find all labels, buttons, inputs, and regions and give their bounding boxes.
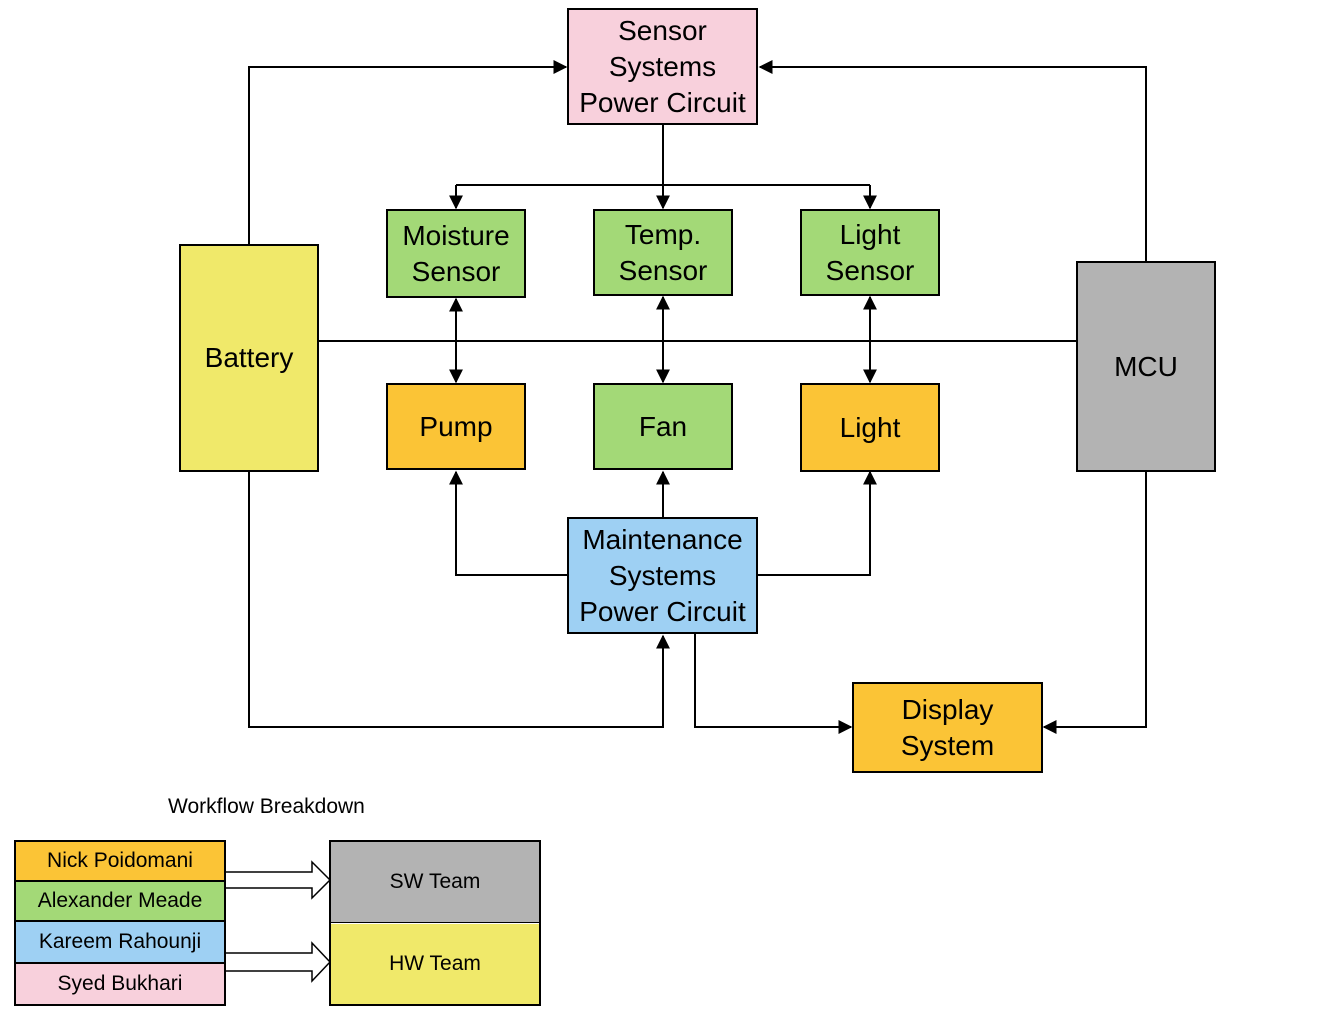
legend-teams: SW Team HW Team (329, 840, 541, 1006)
legend-member: Nick Poidomani (14, 840, 226, 882)
legend-member: Syed Bukhari (14, 962, 226, 1006)
pump: Pump (386, 383, 526, 470)
fan: Fan (593, 383, 733, 470)
moisture-sensor: Moisture Sensor (386, 209, 526, 298)
battery: Battery (179, 244, 319, 472)
legend-member: Kareem Rahounji (14, 920, 226, 964)
display-system: Display System (852, 682, 1043, 773)
legend-member: Alexander Meade (14, 880, 226, 922)
wire-battery-to-sensor-power (248, 60, 568, 245)
mcu: MCU (1076, 261, 1216, 472)
wire-mcu-to-display (1042, 471, 1147, 734)
wire-battery-to-maintenance (248, 471, 670, 728)
sensor-systems-power-circuit: Sensor Systems Power Circuit (567, 8, 758, 125)
wire-maintenance-to-pump (449, 470, 568, 576)
light-sensor: Light Sensor (800, 209, 940, 296)
sw-team: SW Team (331, 842, 539, 923)
light: Light (800, 383, 940, 472)
wire-maintenance-to-light (757, 470, 877, 576)
legend-title: Workflow Breakdown (168, 795, 365, 818)
legend-arrow-hw (226, 941, 332, 983)
wire-maintenance-to-display (694, 633, 853, 734)
maintenance-systems-power-circuit: Maintenance Systems Power Circuit (567, 517, 758, 634)
wire-mcu-to-sensor-power (758, 60, 1147, 262)
hw-team: HW Team (331, 924, 539, 1004)
temp-sensor: Temp. Sensor (593, 209, 733, 296)
legend-arrow-sw (226, 860, 332, 900)
